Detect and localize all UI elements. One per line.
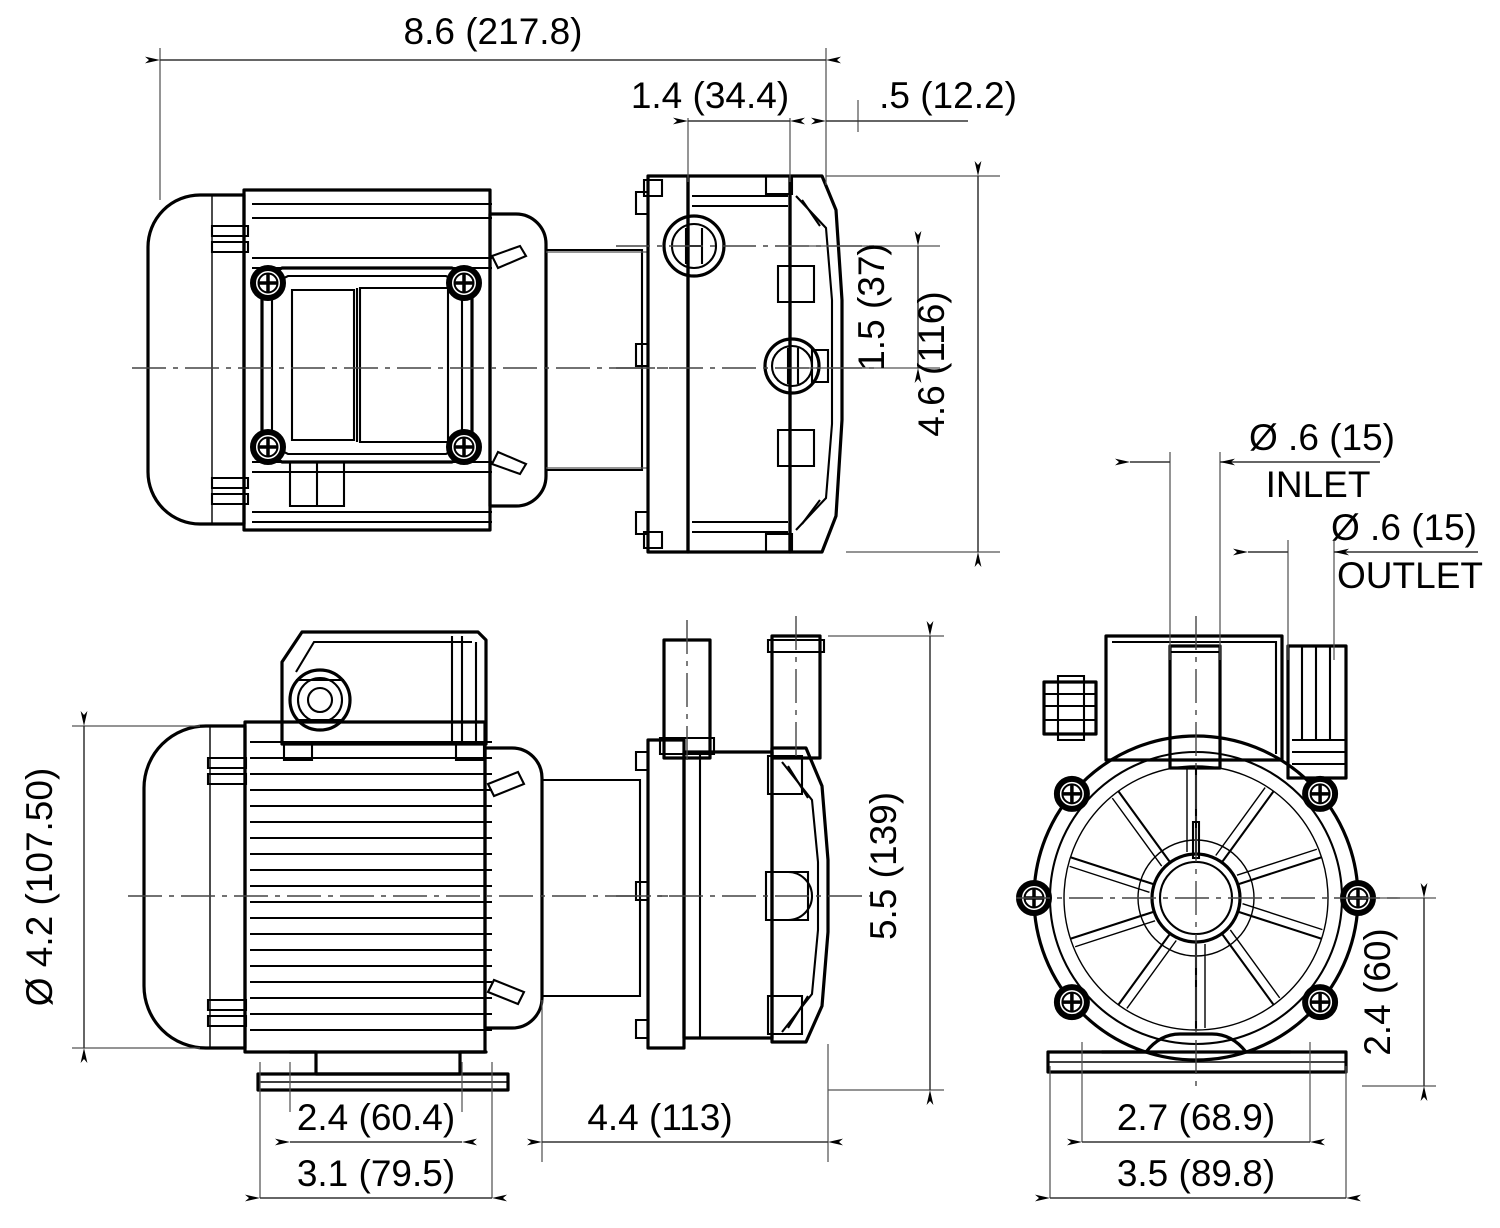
dimension-group-right: Ø .6 (15) INLET Ø .6 (15) OUTLET 2.4 (60… [1035,417,1483,1202]
dim-port-offset: .5 (12.2) [879,75,1017,116]
dim-port-center-height: 1.5 (37) [851,243,892,371]
dim-overall-height: 5.5 (139) [863,792,904,940]
outlet-port-top [763,337,830,395]
dim-motor-diameter: Ø 4.2 (107.50) [19,768,60,1007]
dim-inlet-size: Ø .6 (15) [1249,417,1395,458]
dim-pump-head-width: 4.6 (116) [911,291,952,436]
dimension-group-top: 8.6 (217.8) 1.4 (34.4) .5 (12.2) 1.5 (37… [145,11,1017,567]
pump-head-side-view [616,616,872,1050]
motor-side-view [128,630,668,1092]
label-inlet: INLET [1266,464,1371,505]
dim-overall-length: 8.6 (217.8) [404,11,583,52]
dim-foot-bolt-spacing: 2.7 (68.9) [1117,1097,1275,1138]
cable-gland-front [1042,674,1098,742]
dim-pump-section-length: 4.4 (113) [587,1097,732,1138]
dim-pump-head-length: 1.4 (34.4) [631,75,789,116]
label-outlet: OUTLET [1337,555,1483,596]
dim-motor-body-length: 2.4 (60.4) [297,1097,455,1138]
dim-motor-flange-length: 3.1 (79.5) [297,1153,455,1194]
motor-top-view [132,188,668,532]
pump-front-view [1016,616,1400,1090]
dimension-group-bottom-left: Ø 4.2 (107.50) 2.4 (60.4) 3.1 (79.5) 4.4… [19,621,944,1202]
dim-foot-height: 2.4 (60) [1357,928,1398,1056]
dim-outlet-size: Ø .6 (15) [1331,507,1477,548]
pump-head-top-view [616,174,880,554]
dim-base-width: 3.5 (89.8) [1117,1153,1275,1194]
